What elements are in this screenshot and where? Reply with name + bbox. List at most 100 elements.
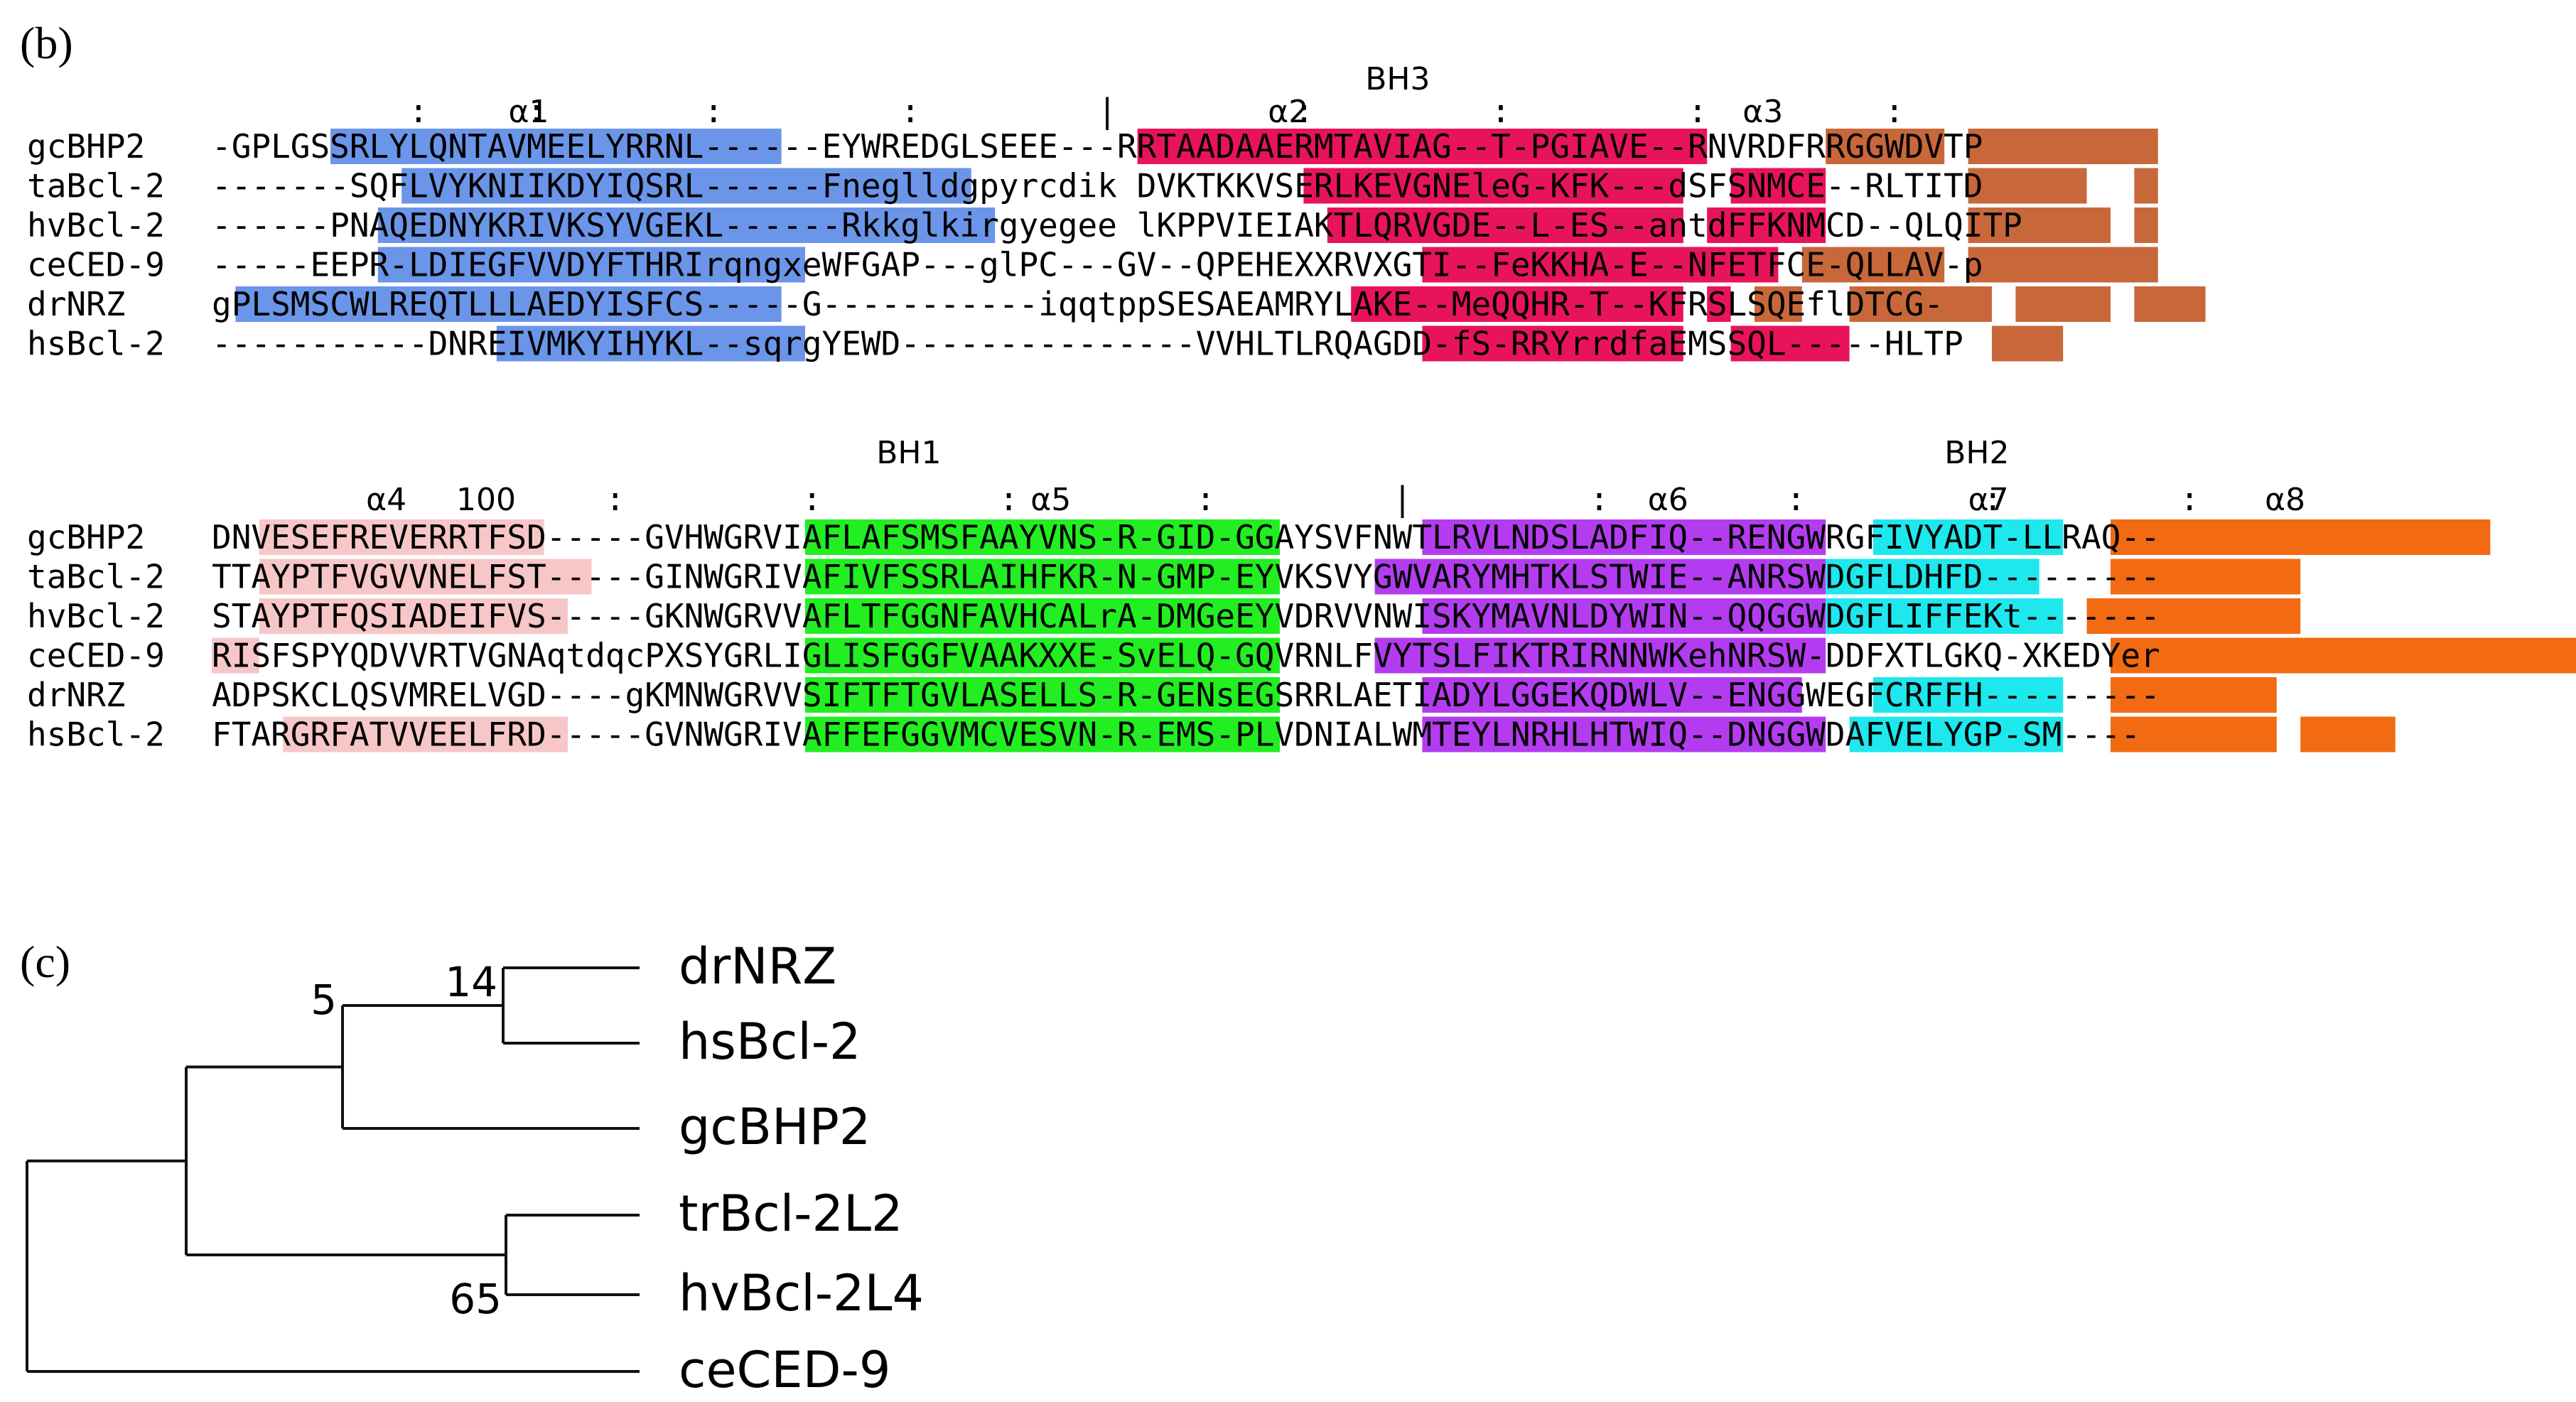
sequence-name: ceCED-9: [27, 246, 165, 284]
domain-label: α5: [1030, 482, 1071, 518]
helix-highlight: [2111, 677, 2277, 713]
helix-highlight: [1992, 325, 2064, 362]
helix-highlight: [1422, 598, 1826, 634]
panel-b-label: (b): [20, 18, 73, 68]
sequence-residues: ------PNAQEDNYKRIVKSYVGEKL------Rkkglkir…: [212, 206, 2022, 244]
helix-highlight: [259, 519, 544, 555]
taxon-label: trBcl-2L2: [679, 1185, 903, 1243]
helix-highlight: [212, 637, 259, 674]
helix-highlight: [1422, 519, 1826, 555]
domain-label: α7: [1968, 482, 2009, 518]
sequence-name: hvBcl-2: [27, 597, 165, 635]
conservation-marks: : : : : | : : : :: [212, 480, 2199, 519]
helix-highlight: [805, 519, 1280, 555]
helix-highlight: [1849, 716, 2064, 753]
helix-highlight: [1422, 677, 1802, 713]
helix-highlight: [2134, 286, 2206, 322]
sequence-residues: -------SQFLVYKNIIKDYIQSRL------Fneglldgp…: [212, 167, 1983, 205]
sequence-name: hsBcl-2: [27, 325, 165, 363]
helix-highlight: [496, 325, 805, 362]
helix-highlight: [2134, 207, 2158, 243]
sequence-residues: DNVESEFREVERRTFSD-----GVHWGRVIAFLAFSMSFA…: [212, 518, 2160, 556]
panel-c-phylogenetic-tree: (c) drNRZ hsBcl-2 gcBHP2 trBcl-2L2 hvBcl-2L4…: [20, 937, 924, 1399]
helix-highlight: [1422, 325, 1683, 362]
helix-highlight: [283, 716, 568, 753]
helix-highlight: [1137, 129, 1708, 164]
bootstrap-value: 14: [445, 958, 497, 1006]
taxon-label: hsBcl-2: [679, 1013, 861, 1071]
helix-highlight: [2086, 598, 2301, 634]
sequence-name: drNRZ: [27, 285, 125, 323]
helix-highlight: [377, 247, 805, 283]
helix-highlight: [805, 598, 1280, 634]
helix-highlight: [805, 559, 1280, 595]
taxon-label: gcBHP2: [679, 1098, 871, 1156]
helix-highlight: [2300, 716, 2396, 753]
sequence-residues: STAYPTFQSIADEIFVS-----GKNWGRVVAFLTFGGNFA…: [212, 597, 2160, 635]
helix-highlight: [235, 286, 782, 322]
helix-highlight: [330, 129, 782, 164]
helix-highlight: [1707, 207, 1826, 243]
sequence-name: ceCED-9: [27, 637, 165, 675]
helix-highlight: [1730, 168, 1826, 204]
domain-label: α3: [1742, 94, 1783, 130]
helix-highlight: [377, 207, 996, 243]
domain-label: 100: [456, 482, 516, 518]
helix-highlight: [1422, 247, 1779, 283]
sequence-residues: -----EEPR-LDIEGFVVDYFTHRIrqngxeWFGAP---g…: [212, 246, 1983, 284]
taxon-label: hvBcl-2L4: [679, 1264, 924, 1322]
sequence-name: gcBHP2: [27, 518, 145, 556]
domain-label: α1: [509, 94, 549, 130]
helix-highlight: [402, 168, 971, 204]
bootstrap-value: 65: [449, 1275, 502, 1323]
helix-highlight: [1374, 559, 1826, 595]
sequence-residues: -GPLGSSRLYLQNTAVMEELYRRNL------EYWREDGLS…: [212, 127, 1983, 166]
conservation-marks: : : : : | : : : :: [212, 92, 1904, 131]
helix-highlight: [1873, 677, 2064, 713]
helix-highlight: [1801, 247, 1945, 283]
helix-highlight: [1826, 598, 2064, 634]
sequence-name: gcBHP2: [27, 127, 145, 166]
tree-branches: drNRZ hsBcl-2 gcBHP2 trBcl-2L2 hvBcl-2L4 ceCE…: [26, 937, 924, 1399]
sequence-residues: gPLSMSCWLREQTLLLAEDYISFCS-----G---------…: [212, 285, 1944, 323]
sequence-name: hsBcl-2: [27, 716, 165, 754]
panel-c-label: (c): [20, 937, 70, 987]
helix-highlight: [1351, 286, 1683, 322]
helix-highlight: [1968, 129, 2158, 164]
helix-highlight: [1968, 207, 2111, 243]
taxon-label: drNRZ: [679, 937, 836, 996]
helix-highlight: [1826, 129, 1945, 164]
helix-highlight: [2134, 168, 2158, 204]
helix-highlight: [805, 637, 1280, 674]
helix-highlight: [1303, 168, 1683, 204]
helix-highlight: [259, 559, 592, 595]
domain-label: α6: [1648, 482, 1688, 518]
bootstrap-value: 5: [311, 976, 337, 1024]
helix-highlight: [2111, 716, 2277, 753]
domain-label: α2: [1268, 94, 1308, 130]
helix-highlight: [1873, 519, 2064, 555]
domain-label: BH2: [1944, 435, 2009, 471]
helix-highlight: [1327, 207, 1683, 243]
helix-highlight: [2111, 519, 2491, 555]
sequence-name: hvBcl-2: [27, 206, 165, 244]
sequence-residues: FTARGRFATVVEELFRD-----GVNWGRIVAFFEFGGVMC…: [212, 716, 2140, 754]
domain-label: α8: [2265, 482, 2305, 518]
helix-highlight: [1707, 286, 1731, 322]
helix-highlight: [1730, 325, 1850, 362]
helix-highlight: [805, 677, 1280, 713]
domain-label: BH1: [876, 435, 941, 471]
sequence-residues: TTAYPTFVGVVNELFST-----GINWGRIVAFIVFSSRLA…: [212, 558, 2160, 596]
helix-highlight: [1755, 286, 1802, 322]
sequence-name: taBcl-2: [27, 558, 165, 596]
helix-highlight: [1849, 286, 1992, 322]
helix-highlight: [1826, 559, 2039, 595]
taxon-label: ceCED-9: [679, 1341, 890, 1399]
domain-label: α4: [366, 482, 406, 518]
sequence-residues: ADPSKCLQSVMRELVGD----gKMNWGRVVSIFTFTGVLA…: [212, 676, 2160, 714]
helix-highlight: [1422, 716, 1826, 753]
helix-highlight: [805, 716, 1280, 753]
